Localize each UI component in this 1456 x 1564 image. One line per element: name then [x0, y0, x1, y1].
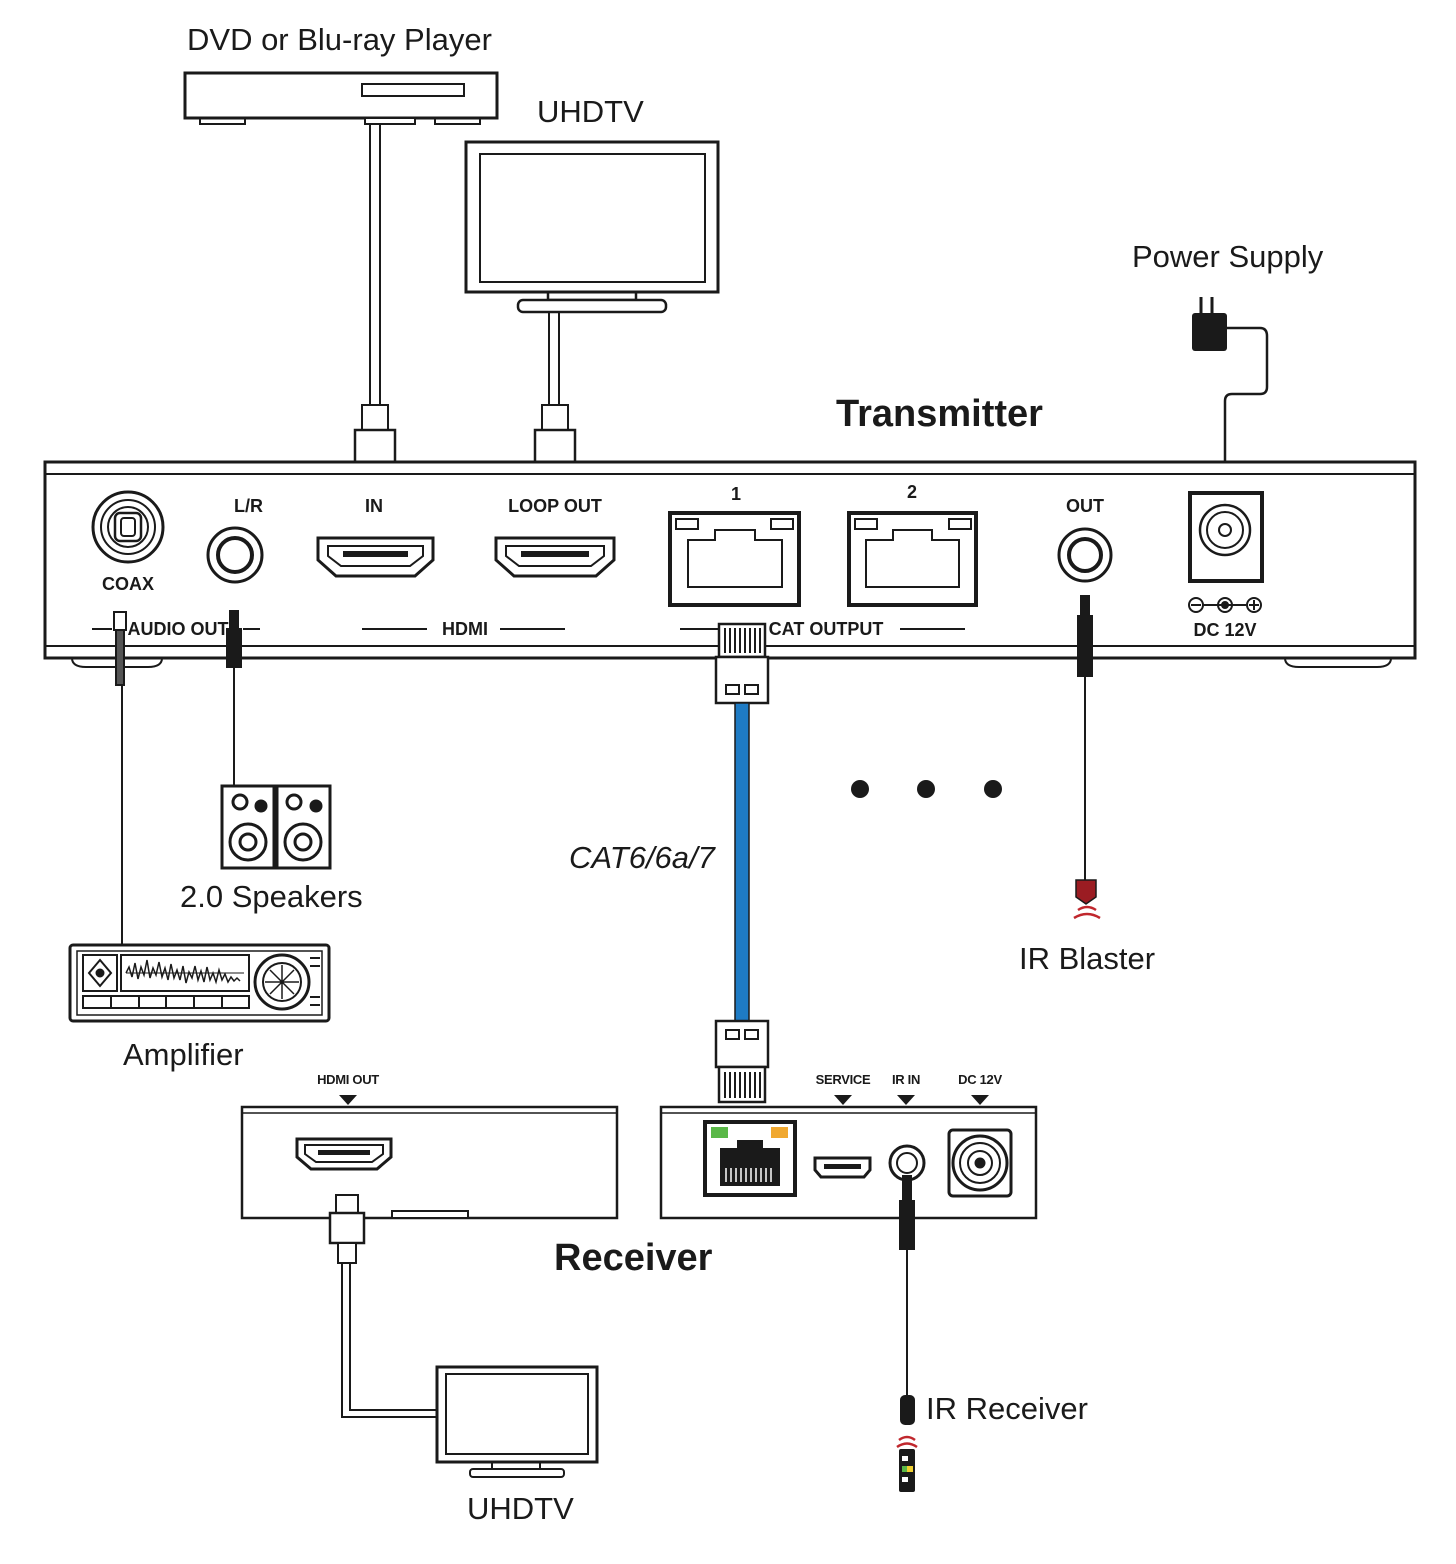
receiver-right-unit: [659, 1095, 1038, 1220]
hdmi-group-label: HDMI: [442, 619, 488, 639]
hdmi-in-cable: [353, 124, 397, 479]
dvd-player-device: [183, 71, 499, 125]
dvd-player-label: DVD or Blu-ray Player: [187, 22, 492, 57]
hdmi-in-port-label: IN: [365, 496, 383, 516]
coax-cable: [113, 611, 127, 945]
ir-blaster-device: [1073, 879, 1101, 920]
receiver-dc-port-label: DC 12V: [958, 1072, 1002, 1087]
loop-out-port-label: LOOP OUT: [508, 496, 602, 516]
ir-out-port-label: OUT: [1066, 496, 1104, 516]
cat-output-group-label: CAT OUTPUT: [768, 619, 884, 639]
transmitter-title: Transmitter: [836, 393, 1043, 435]
amplifier-label: Amplifier: [123, 1037, 244, 1072]
receiver-left-unit: [240, 1095, 619, 1220]
ellipsis-dots: [851, 780, 1002, 798]
uhdtv-top-label: UHDTV: [537, 94, 644, 129]
hdmi-loop-out-port: [494, 536, 616, 578]
loop-out-cable: [533, 312, 577, 479]
power-supply-device: [1192, 297, 1269, 474]
ir-blaster-cable: [1077, 595, 1093, 880]
uhdtv-bottom-label: UHDTV: [467, 1491, 574, 1526]
service-port-label: SERVICE: [815, 1072, 871, 1087]
receiver-title: Receiver: [554, 1237, 713, 1279]
lr-audio-port: [206, 526, 264, 584]
cat-connector-transmitter: [714, 622, 770, 705]
speakers-label: 2.0 Speakers: [180, 879, 363, 914]
cat-connector-receiver: [714, 1019, 770, 1104]
uhdtv-bottom-device: [435, 1365, 599, 1478]
ir-out-port: [1057, 527, 1113, 583]
amplifier-device: [68, 943, 331, 1023]
coax-port-label: COAX: [101, 574, 155, 594]
speakers-device: [220, 784, 332, 870]
audio-out-group-label: AUDIO OUT: [127, 619, 229, 639]
coax-port: [91, 490, 165, 564]
cat-cable: [734, 702, 750, 1022]
ir-receiver-cable: [899, 1175, 915, 1395]
dc-port-label: DC 12V: [1193, 620, 1257, 640]
ir-blaster-label: IR Blaster: [1019, 941, 1156, 976]
cat-port-1-label: 1: [730, 484, 742, 504]
ir-in-port-label: IR IN: [891, 1072, 921, 1087]
cable-type-label: CAT6/6a/7: [569, 840, 715, 875]
ir-receiver-label: IR Receiver: [926, 1391, 1088, 1426]
cat-port-2-label: 2: [906, 482, 918, 502]
uhdtv-top-device: [464, 140, 720, 314]
power-supply-label: Power Supply: [1132, 239, 1324, 274]
cat-output-port-1: [668, 511, 801, 607]
hdmi-out-port-label: HDMI OUT: [317, 1072, 379, 1087]
hdmi-out-cable: [328, 1194, 437, 1418]
ir-receiver-device: [896, 1395, 918, 1492]
dc-power-port: [1188, 491, 1264, 613]
lr-audio-cable: [226, 610, 242, 785]
lr-port-label: L/R: [234, 496, 263, 516]
cat-output-port-2: [847, 511, 978, 607]
hdmi-in-port: [316, 536, 435, 578]
